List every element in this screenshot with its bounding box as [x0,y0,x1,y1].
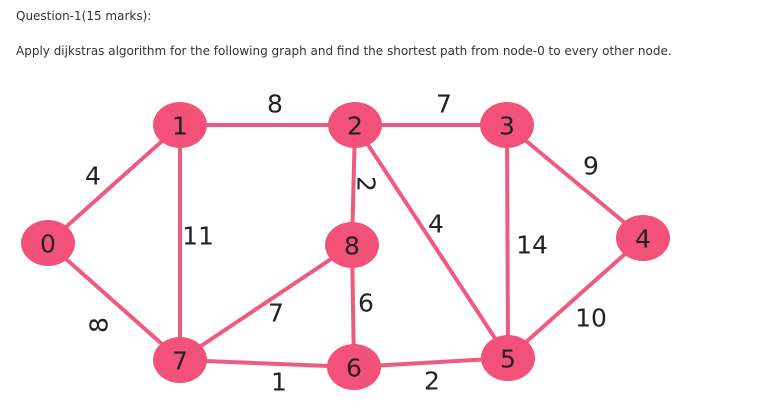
node-circle-4 [616,215,670,261]
node-3: 3 [480,102,534,148]
edge-weight-3-4: 9 [583,152,599,181]
edge-weight-2-5: 4 [428,210,444,239]
edge-4-5 [506,236,645,360]
node-label-4: 4 [635,225,651,254]
edge-weight-1-7: 11 [182,222,214,251]
node-label-0: 0 [40,230,56,259]
node-circle-8 [325,222,379,268]
node-8: 8 [325,222,379,268]
edge-weight-3-5: 14 [516,231,548,260]
node-circle-3 [480,102,534,148]
graph-edge-weights: 4 8 8 11 7 2 4 9 14 10 2 1 6 7 [85,90,607,397]
edge-weight-0-1: 4 [85,162,101,191]
question-title: Question-1(15 marks): [16,9,152,23]
node-circle-5 [481,335,535,381]
node-4: 4 [616,215,670,261]
node-label-6: 6 [346,354,362,383]
edge-3-4 [505,123,645,240]
node-label-5: 5 [500,345,516,374]
edge-weight-2-8: 2 [352,176,381,192]
edge-weight-6-8: 6 [358,289,374,318]
node-label-7: 7 [172,347,188,376]
edge-weight-0-7: 8 [85,317,114,333]
edge-weight-2-3: 7 [436,90,452,119]
node-label-8: 8 [344,232,360,261]
question-body: Apply dijkstras algorithm for the follow… [16,44,672,58]
node-label-1: 1 [172,112,188,141]
edge-0-7 [46,241,182,362]
node-5: 5 [481,335,535,381]
node-circle-0 [21,220,75,266]
node-6: 6 [327,344,381,390]
node-label-3: 3 [499,112,515,141]
graph-nodes: 0 1 2 3 4 5 6 7 8 [21,102,670,390]
edge-7-8 [178,243,354,362]
edge-3-5 [505,124,510,359]
edge-0-1 [46,123,182,245]
edge-weight-5-6: 2 [424,367,440,396]
edge-2-5 [353,123,510,360]
edge-weight-6-7: 1 [271,368,287,397]
node-0: 0 [21,220,75,266]
edge-6-7 [179,358,355,369]
node-7: 7 [153,337,207,383]
edge-weight-1-2: 8 [267,90,283,119]
node-circle-2 [328,102,382,148]
edge-weight-4-5: 10 [575,304,607,333]
node-2: 2 [328,102,382,148]
edge-weight-7-8: 7 [268,299,284,328]
node-circle-1 [153,102,207,148]
node-label-2: 2 [347,112,363,141]
node-circle-7 [153,337,207,383]
node-1: 1 [153,102,207,148]
node-circle-6 [327,344,381,390]
